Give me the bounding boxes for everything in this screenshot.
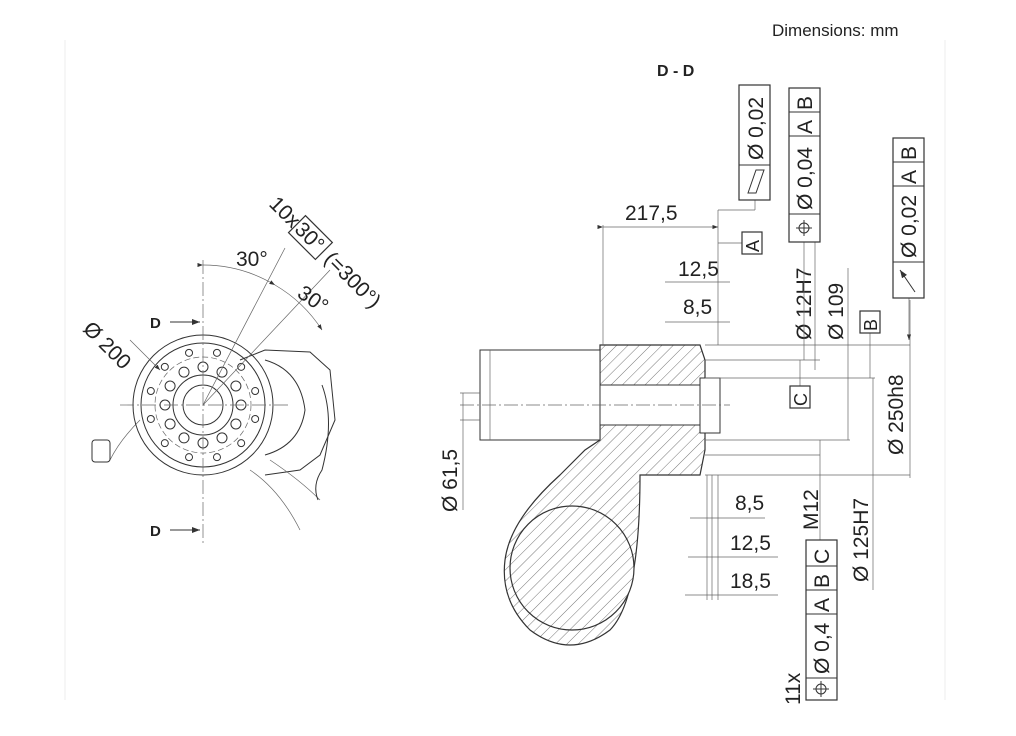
dim-12-5-top: 12,5 [678, 258, 719, 281]
bolt-hole [216, 366, 228, 378]
fcf-tolerance: Ø 0,04 [794, 147, 817, 210]
fcf-datum: B [898, 146, 921, 160]
fcf-tolerance: Ø 0,02 [745, 97, 768, 160]
fcf-position-ab: Ø 0,04 A B [788, 87, 821, 360]
dim-18-5-bottom: 18,5 [730, 570, 771, 593]
bolt-hole [251, 387, 260, 396]
fcf-count-prefix: 11x [782, 672, 805, 705]
position-icon [813, 681, 829, 697]
bolt-hole [251, 414, 260, 423]
fcf-position-abc: Ø 0,4 A B C 11x [782, 539, 838, 705]
dim-8-5-bottom: 8,5 [735, 492, 764, 515]
shaft-diameter-label: Ø 61,5 [439, 449, 462, 512]
bore-diameter-label: Ø 125H7 [850, 498, 873, 582]
fcf-datum: A [811, 598, 834, 612]
fcf-datum: B [811, 574, 834, 588]
bolt-hole [212, 453, 221, 462]
bolt-hole [185, 348, 194, 357]
bolt-hole [212, 348, 221, 357]
bolt-hole [160, 439, 169, 448]
datum-a-box [741, 231, 763, 255]
angle-label-1: 30° [236, 248, 268, 271]
fcf-datum: A [898, 170, 921, 184]
left-view: D D Ø 200 30° 30° 10x 30° (=300°) [78, 192, 385, 545]
fcf-datum: A [794, 120, 817, 134]
bolt-hole [178, 366, 190, 378]
datum-c: C [791, 393, 811, 406]
datum-a: A [743, 240, 763, 252]
runout-arrow-icon [899, 269, 916, 293]
position-icon [796, 220, 812, 236]
fcf-flatness: Ø 0,02 [718, 84, 771, 211]
fcf-tolerance: Ø 0,4 [811, 622, 834, 674]
bolt-hole [185, 453, 194, 462]
fcf-tolerance: Ø 0,02 [898, 195, 921, 258]
section-view: 217,5 12,5 8,5 8,5 12,5 18,5 Ø 61,5 Ø 12… [439, 202, 911, 646]
thread-label: M12 [800, 489, 823, 530]
connector [91, 439, 111, 463]
datum-b: B [861, 319, 881, 331]
bolt-hole [178, 432, 190, 444]
pin-hole-label: Ø 12H7 [793, 268, 816, 340]
section-marker-top: D [150, 315, 161, 332]
fcf-runout-ab: Ø 0,02 A B [892, 137, 925, 340]
datum-c-box [789, 385, 811, 409]
angle-label-2: 30° [293, 281, 332, 318]
bolt-hole [146, 414, 155, 423]
bolt-hole [164, 380, 176, 392]
bolt-hole [230, 418, 242, 430]
bolt-hole [237, 439, 246, 448]
units-label: Dimensions: mm [772, 21, 899, 40]
bolt-hole [160, 362, 169, 371]
background-grid [64, 40, 946, 700]
bolt-hole [230, 380, 242, 392]
datum-b-box [859, 310, 881, 334]
bolt-circle-label: Ø 109 [825, 283, 848, 340]
flatness-icon [747, 169, 765, 194]
bolt-hole [164, 418, 176, 430]
section-label: D - D [657, 63, 694, 80]
bolt-hole [216, 432, 228, 444]
bolt-hole [237, 362, 246, 371]
section-marker-bottom: D [150, 523, 161, 540]
flange-diameter-label: Ø 200 [78, 317, 135, 374]
dim-8-5-top: 8,5 [683, 296, 712, 319]
length-dim-217-5: 217,5 [625, 202, 678, 225]
dim-12-5-bottom: 12,5 [730, 532, 771, 555]
motor-shaft-housing [479, 349, 601, 441]
bolt-hole [146, 387, 155, 396]
fcf-datum: C [811, 549, 834, 564]
flange-diameter-h8-label: Ø 250h8 [885, 374, 908, 455]
fcf-datum: B [794, 96, 817, 110]
